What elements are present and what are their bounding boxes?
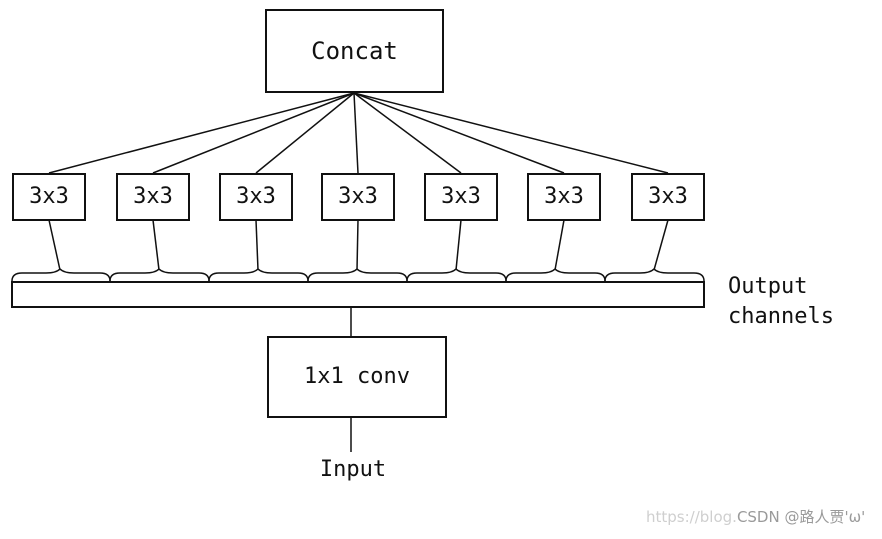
watermark-main: CSDN @路人贾'ω'	[737, 508, 865, 526]
branch-box: 3x3	[424, 173, 498, 221]
branch-label: 3x3	[441, 184, 481, 209]
input-label: Input	[320, 457, 386, 482]
branch-box: 3x3	[527, 173, 601, 221]
branch-label: 3x3	[338, 184, 378, 209]
conv-1x1-label: 1x1 conv	[304, 364, 410, 389]
branch-link	[255, 219, 259, 271]
branch-link	[356, 219, 359, 271]
channel-brace	[604, 267, 705, 282]
branch-link	[455, 219, 462, 271]
branch-label: 3x3	[236, 184, 276, 209]
output-channels-bar	[11, 281, 705, 308]
channel-brace	[307, 267, 408, 282]
branch-link	[653, 219, 669, 271]
branch-link	[152, 219, 160, 271]
channel-brace	[208, 267, 309, 282]
concat-link	[48, 92, 355, 174]
concat-link	[353, 92, 565, 174]
branch-links	[48, 219, 669, 271]
branch-box: 3x3	[116, 173, 190, 221]
output-channels-label-line2: channels	[728, 304, 834, 329]
channel-brace	[11, 267, 111, 282]
concat-label: Concat	[311, 37, 398, 65]
concat-link	[353, 92, 359, 174]
watermark-faint: https://blog.	[646, 508, 737, 526]
branch-label: 3x3	[29, 184, 69, 209]
channel-brace	[109, 267, 210, 282]
branch-box: 3x3	[219, 173, 293, 221]
concat-link	[353, 92, 462, 174]
branch-boxes: 3x3 3x3 3x3 3x3 3x3 3x3 3x3	[12, 173, 705, 221]
concat-node: Concat	[265, 9, 444, 93]
conv-1x1-node: 1x1 conv	[267, 336, 447, 418]
branch-label: 3x3	[133, 184, 173, 209]
branch-box: 3x3	[321, 173, 395, 221]
branch-label: 3x3	[648, 184, 688, 209]
concat-links	[48, 92, 669, 174]
branch-label: 3x3	[544, 184, 584, 209]
channel-braces	[11, 267, 705, 282]
branch-box: 3x3	[12, 173, 86, 221]
watermark: https://blog.CSDN @路人贾'ω'	[646, 508, 865, 526]
branch-link	[554, 219, 565, 271]
concat-link	[152, 92, 355, 174]
concat-link	[255, 92, 355, 174]
output-channels-label-line1: Output	[728, 274, 807, 299]
channel-brace	[505, 267, 606, 282]
branch-link	[48, 219, 61, 271]
branch-box: 3x3	[631, 173, 705, 221]
channel-brace	[406, 267, 507, 282]
concat-link	[353, 92, 669, 174]
